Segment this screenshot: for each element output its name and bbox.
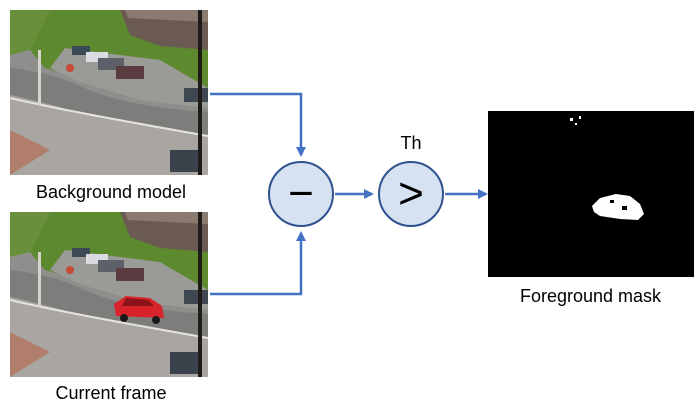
current-frame-caption: Current frame [55,383,167,403]
foreground-mask-caption: Foreground mask [519,286,662,306]
compare-node: > [378,161,444,227]
arrow-background-to-subtract [210,92,306,157]
red-car [114,296,164,324]
greater-than-icon: > [398,169,424,218]
subtract-node: − [268,161,334,227]
arrow-frame-to-subtract [210,231,306,296]
background-model-caption: Background model [35,182,187,202]
threshold-label: Th [400,133,422,153]
minus-icon: − [288,169,314,218]
